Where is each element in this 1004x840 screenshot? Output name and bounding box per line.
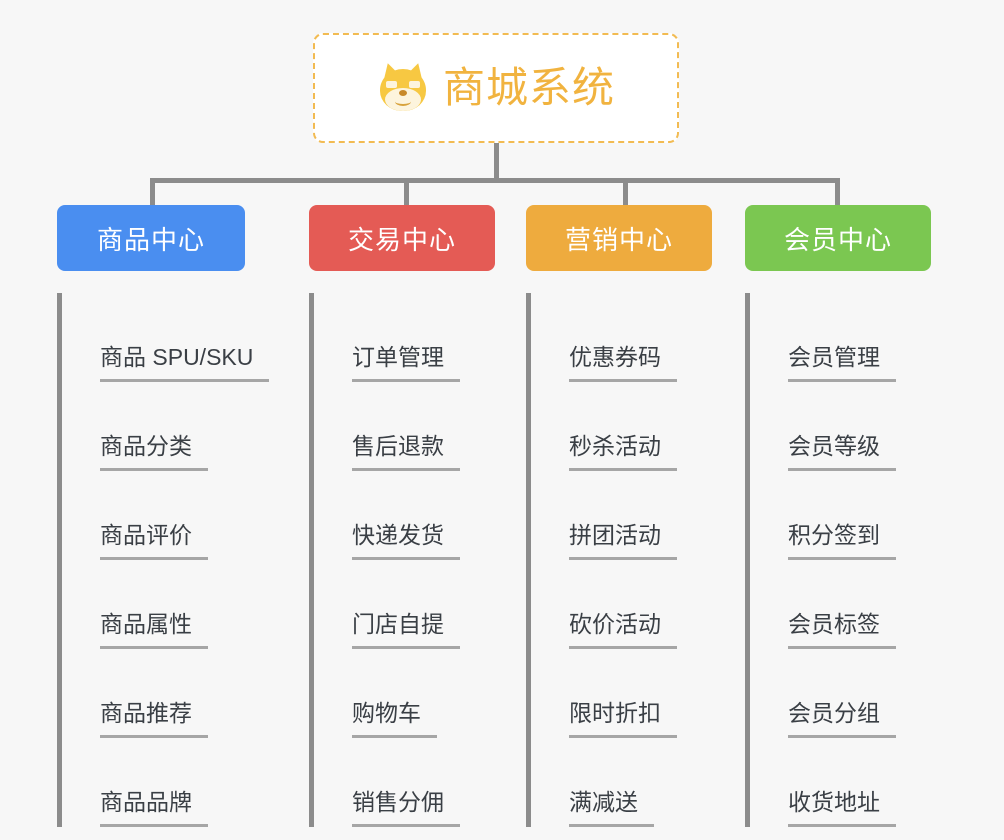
root-node[interactable]: 商城系统 xyxy=(313,33,679,143)
connector-drop-product-center xyxy=(150,178,155,207)
connector-drop-member-center xyxy=(835,178,840,207)
list-item-label: 销售分佣 xyxy=(352,789,460,827)
list-item-label: 商品推荐 xyxy=(100,700,208,738)
connector-drop-trade-center xyxy=(404,178,409,207)
list-item[interactable]: 销售分佣 xyxy=(319,738,495,827)
list-item-label: 商品品牌 xyxy=(100,789,208,827)
list-item[interactable]: 商品分类 xyxy=(67,382,245,471)
root-node-content: 商城系统 xyxy=(377,60,615,114)
list-item[interactable]: 会员等级 xyxy=(755,382,931,471)
list-item-label: 商品属性 xyxy=(100,611,208,649)
list-item-label: 优惠券码 xyxy=(569,344,677,382)
item-list-trade-center: 订单管理 售后退款 快递发货 门店自提 购物车 销售分佣 xyxy=(309,293,495,827)
connector-root-stem xyxy=(494,143,499,180)
list-item[interactable]: 收货地址 xyxy=(755,738,931,827)
column-trade-center: 交易中心 订单管理 售后退款 快递发货 门店自提 购物车 销售分佣 xyxy=(309,205,495,827)
list-item-label: 商品分类 xyxy=(100,433,208,471)
category-box-trade-center[interactable]: 交易中心 xyxy=(309,205,495,271)
list-item-label: 收货地址 xyxy=(788,789,896,827)
list-item-label: 满减送 xyxy=(569,789,654,827)
list-item-label: 商品 SPU/SKU xyxy=(100,344,270,382)
list-item-label: 限时折扣 xyxy=(569,700,677,738)
shiba-dog-icon xyxy=(377,60,429,114)
list-item[interactable]: 会员分组 xyxy=(755,649,931,738)
list-item[interactable]: 商品推荐 xyxy=(67,649,245,738)
column-member-center: 会员中心 会员管理 会员等级 积分签到 会员标签 会员分组 收货地址 xyxy=(745,205,931,827)
list-item-label: 订单管理 xyxy=(352,344,460,382)
list-item-label: 会员标签 xyxy=(788,611,896,649)
list-item[interactable]: 商品评价 xyxy=(67,471,245,560)
list-item[interactable]: 商品属性 xyxy=(67,560,245,649)
list-item-label: 快递发货 xyxy=(352,522,460,560)
list-item-label: 会员管理 xyxy=(788,344,896,382)
connector-drop-marketing-center xyxy=(623,178,628,207)
list-item-label: 售后退款 xyxy=(352,433,460,471)
list-item[interactable]: 拼团活动 xyxy=(536,471,712,560)
list-item[interactable]: 砍价活动 xyxy=(536,560,712,649)
list-item-label: 积分签到 xyxy=(788,522,896,560)
list-item-label: 购物车 xyxy=(352,700,437,738)
item-list-member-center: 会员管理 会员等级 积分签到 会员标签 会员分组 收货地址 xyxy=(745,293,931,827)
item-list-marketing-center: 优惠券码 秒杀活动 拼团活动 砍价活动 限时折扣 满减送 xyxy=(526,293,712,827)
list-item-label: 会员等级 xyxy=(788,433,896,471)
list-item[interactable]: 满减送 xyxy=(536,738,712,827)
list-item[interactable]: 门店自提 xyxy=(319,560,495,649)
column-product-center: 商品中心 商品 SPU/SKU 商品分类 商品评价 商品属性 商品推荐 商品品牌 xyxy=(57,205,270,827)
list-item-label: 砍价活动 xyxy=(569,611,677,649)
connector-horizontal-bus xyxy=(150,178,840,183)
list-item[interactable]: 秒杀活动 xyxy=(536,382,712,471)
list-item-label: 拼团活动 xyxy=(569,522,677,560)
category-box-marketing-center[interactable]: 营销中心 xyxy=(526,205,712,271)
list-item[interactable]: 快递发货 xyxy=(319,471,495,560)
column-marketing-center: 营销中心 优惠券码 秒杀活动 拼团活动 砍价活动 限时折扣 满减送 xyxy=(526,205,712,827)
list-item[interactable]: 积分签到 xyxy=(755,471,931,560)
list-item[interactable]: 购物车 xyxy=(319,649,495,738)
list-item[interactable]: 商品品牌 xyxy=(67,738,245,827)
list-item[interactable]: 限时折扣 xyxy=(536,649,712,738)
list-item[interactable]: 商品 SPU/SKU xyxy=(67,293,270,382)
list-item[interactable]: 售后退款 xyxy=(319,382,495,471)
list-item[interactable]: 会员标签 xyxy=(755,560,931,649)
list-item[interactable]: 优惠券码 xyxy=(536,293,712,382)
list-item[interactable]: 订单管理 xyxy=(319,293,495,382)
list-item[interactable]: 会员管理 xyxy=(755,293,931,382)
item-list-product-center: 商品 SPU/SKU 商品分类 商品评价 商品属性 商品推荐 商品品牌 xyxy=(57,293,270,827)
root-node-title: 商城系统 xyxy=(442,64,615,111)
category-box-member-center[interactable]: 会员中心 xyxy=(745,205,931,271)
category-box-product-center[interactable]: 商品中心 xyxy=(57,205,245,271)
list-item-label: 门店自提 xyxy=(352,611,460,649)
list-item-label: 商品评价 xyxy=(100,522,208,560)
list-item-label: 秒杀活动 xyxy=(569,433,677,471)
list-item-label: 会员分组 xyxy=(788,700,896,738)
